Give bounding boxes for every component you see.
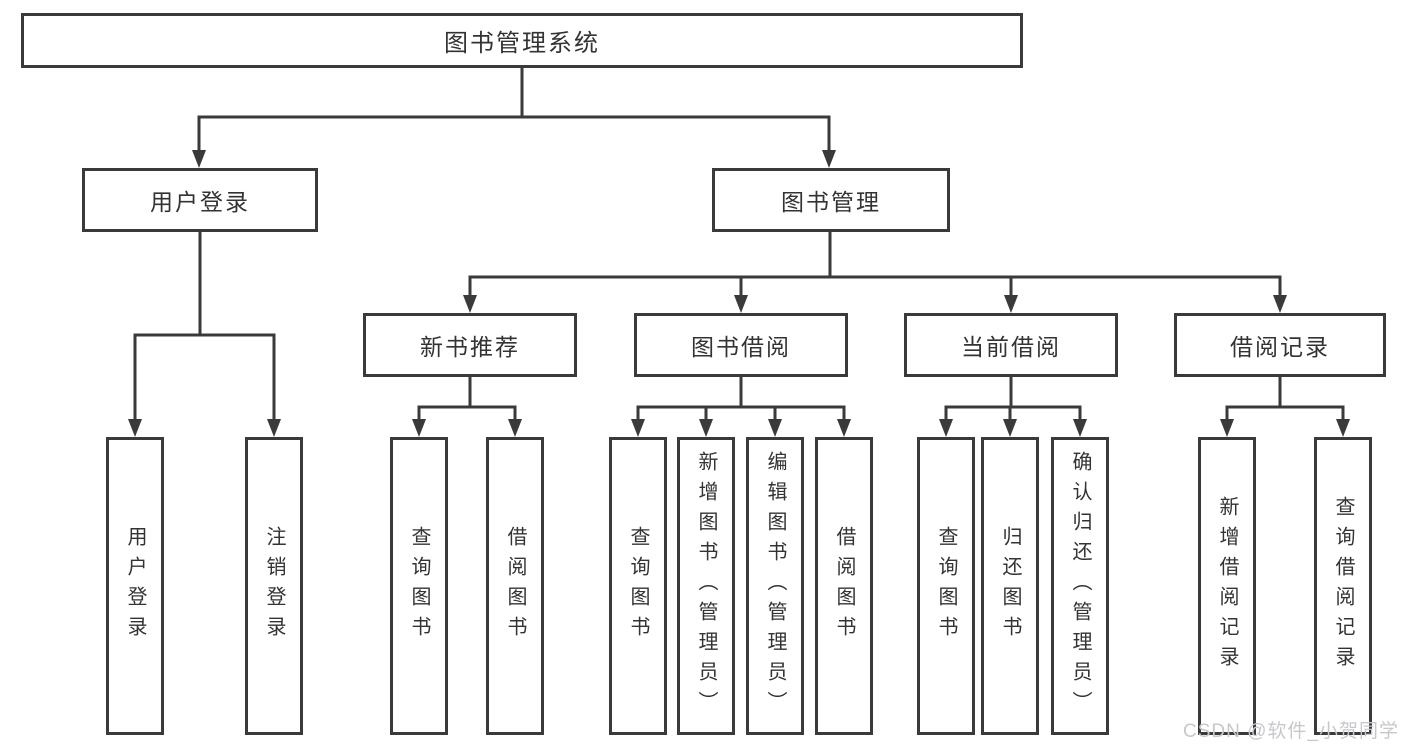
leaf-query-books: 查询图书	[609, 437, 667, 735]
leaf-query-books: 查询图书	[390, 437, 448, 735]
node-label: 图书管理	[781, 189, 881, 215]
leaf-borrow-books: 借阅图书	[486, 437, 544, 735]
leaf-query-borrow-record: 查询借阅记录	[1314, 437, 1372, 735]
leaf-return-book: 归还图书	[981, 437, 1039, 735]
leaf-label: 注销登录	[263, 526, 285, 646]
node-label: 借阅记录	[1230, 334, 1330, 360]
leaf-label: 查询图书	[408, 526, 430, 646]
node-book-borrowing: 图书借阅	[634, 313, 848, 377]
node-label: 新书推荐	[420, 334, 520, 360]
node-library-management-system: 图书管理系统	[21, 13, 1023, 68]
leaf-add-borrow-record: 新增借阅记录	[1198, 437, 1256, 735]
node-new-book-recommendation: 新书推荐	[363, 313, 577, 377]
leaf-query-books: 查询图书	[917, 437, 975, 735]
node-book-management: 图书管理	[712, 168, 950, 232]
leaf-borrow-books: 借阅图书	[815, 437, 873, 735]
leaf-label: 新增借阅记录	[1216, 496, 1238, 676]
leaf-logout: 注销登录	[245, 437, 303, 735]
leaf-label: 查询图书	[627, 526, 649, 646]
node-label: 用户登录	[150, 189, 250, 215]
leaf-label: 用户登录	[124, 526, 146, 646]
leaf-label: 查询借阅记录	[1332, 496, 1354, 676]
node-user-login: 用户登录	[82, 168, 318, 232]
leaf-label: 归还图书	[999, 526, 1021, 646]
leaf-label: 借阅图书	[833, 526, 855, 646]
csdn-watermark: CSDN @软件_小贺同学	[1183, 721, 1399, 742]
leaf-label: 查询图书	[935, 526, 957, 646]
leaf-edit-book-admin: 编辑图书（管理员）	[746, 437, 804, 735]
leaf-label: 编辑图书（管理员）	[764, 451, 786, 721]
leaf-confirm-return-admin: 确认归还（管理员）	[1051, 437, 1109, 735]
leaf-label: 新增图书（管理员）	[695, 451, 717, 721]
leaf-add-book-admin: 新增图书（管理员）	[677, 437, 735, 735]
node-borrowing-records: 借阅记录	[1174, 313, 1386, 377]
node-label: 图书借阅	[691, 334, 791, 360]
leaf-label: 借阅图书	[504, 526, 526, 646]
leaf-user-login: 用户登录	[106, 437, 164, 735]
node-label: 当前借阅	[961, 334, 1061, 360]
leaf-label: 确认归还（管理员）	[1069, 451, 1091, 721]
node-current-borrowing: 当前借阅	[904, 313, 1118, 377]
node-label: 图书管理系统	[444, 30, 600, 57]
